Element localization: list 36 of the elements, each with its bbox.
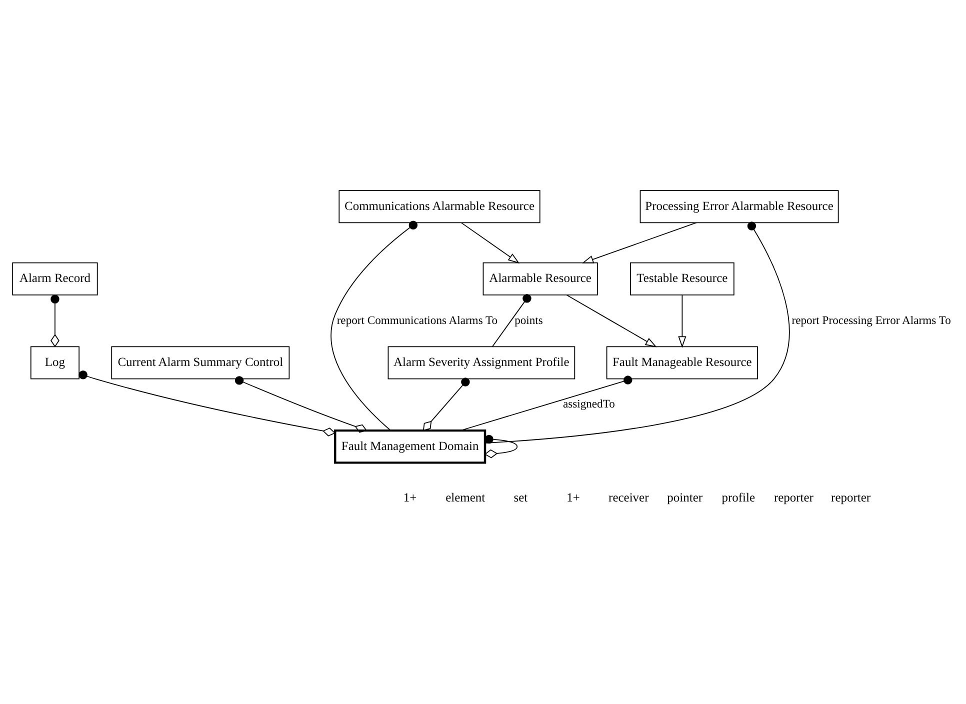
node-box: Fault Management Domain (334, 428, 486, 464)
label: reporter (774, 490, 814, 504)
node-box: Testable Resource (630, 262, 734, 295)
connector (484, 221, 790, 443)
connector (50, 294, 60, 347)
label: pointer (667, 490, 703, 504)
arrow (678, 294, 686, 348)
connector (492, 294, 532, 346)
label: receiver (608, 490, 649, 504)
label: element (446, 490, 486, 504)
label: 1+ (566, 490, 580, 504)
arrow (460, 222, 520, 263)
label: reporter (831, 490, 871, 504)
node-box: Communications Alarmable Resource (338, 190, 540, 223)
label: profile (722, 490, 756, 504)
connector (484, 434, 518, 458)
arrow (582, 222, 697, 263)
label: 1+ (403, 490, 417, 504)
node-box: Processing Error Alarmable Resource (640, 190, 839, 223)
node-box: Alarm Severity Assignment Profile (388, 346, 576, 379)
connector (78, 370, 336, 436)
edge-label: assignedTo (562, 397, 615, 410)
connector (460, 375, 632, 430)
edge-label: report Communications Alarms To (336, 313, 498, 326)
node-box: Log (30, 346, 80, 379)
connector (422, 377, 470, 430)
arrow (566, 294, 657, 347)
label: set (514, 490, 528, 504)
node-box: Alarm Record (12, 262, 98, 295)
edge-label: report Processing Error Alarms To (792, 313, 951, 326)
node-box: Alarmable Resource (482, 262, 598, 295)
connector (330, 220, 418, 430)
edge-label: points (514, 313, 543, 326)
connector (234, 376, 368, 432)
node-box: Current Alarm Summary Control (111, 346, 290, 379)
node-box: Fault Manageable Resource (606, 346, 758, 379)
